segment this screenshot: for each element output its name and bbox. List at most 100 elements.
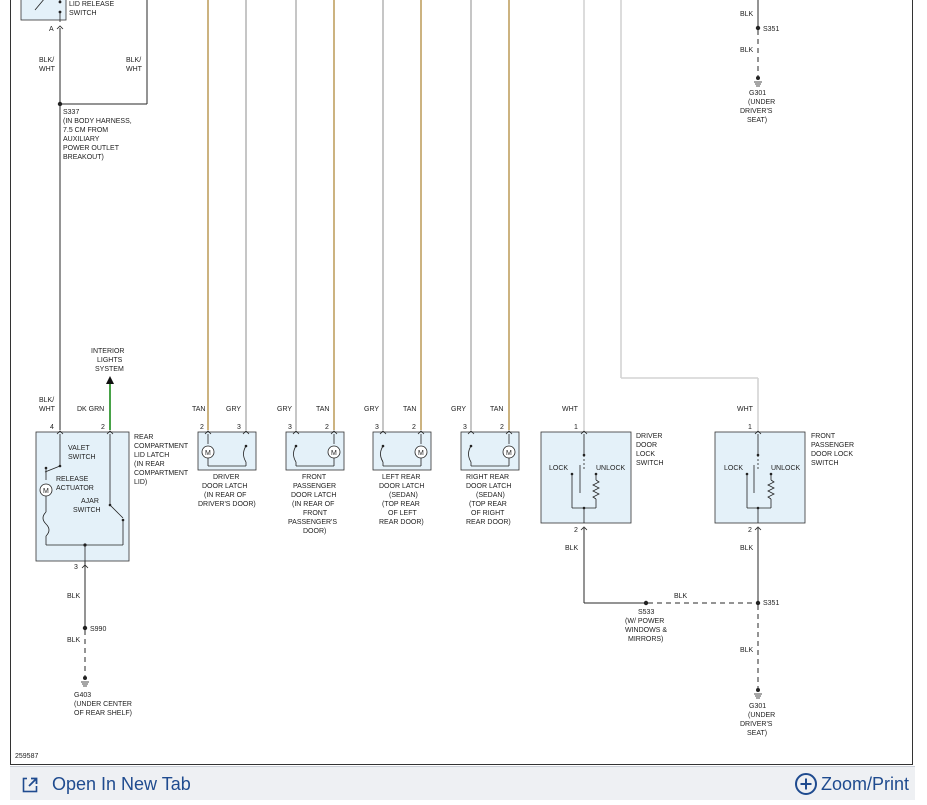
svg-text:LOCK: LOCK: [636, 451, 655, 458]
svg-text:BLK: BLK: [67, 637, 81, 644]
svg-text:SWITCH: SWITCH: [68, 454, 96, 461]
svg-text:(IN REAR OF: (IN REAR OF: [292, 501, 334, 508]
svg-text:OF LEFT: OF LEFT: [388, 510, 418, 517]
svg-text:2: 2: [101, 424, 105, 431]
g301-top-label: G301: [749, 90, 766, 97]
dk-grn-label: DK GRN: [77, 406, 104, 413]
lid-release-switch-label-1: LID RELEASE: [69, 1, 114, 8]
svg-text:(UNDER: (UNDER: [748, 99, 775, 106]
blk-wht-label-a2: WHT: [39, 66, 56, 73]
svg-text:M: M: [418, 450, 424, 457]
svg-text:BREAKOUT): BREAKOUT): [63, 154, 104, 161]
driver-door-latch: 2 3 M DRIVER DOOR LATCH (IN REAR OF DRIV…: [197, 424, 257, 508]
svg-text:AJAR: AJAR: [81, 498, 99, 505]
svg-text:(IN BODY HARNESS,: (IN BODY HARNESS,: [63, 118, 132, 125]
svg-text:AUXILIARY: AUXILIARY: [63, 136, 100, 143]
svg-text:COMPARTMENT: COMPARTMENT: [134, 443, 189, 450]
svg-text:BLK: BLK: [740, 647, 754, 654]
svg-text:FRONT: FRONT: [302, 474, 327, 481]
blk-wht-label-c1: BLK/: [39, 397, 54, 404]
svg-text:PASSENGER: PASSENGER: [811, 442, 854, 449]
s337-splice-label: S337 (IN BODY HARNESS, 7.5 CM FROM AUXIL…: [63, 109, 132, 161]
svg-text:3: 3: [288, 424, 292, 431]
open-in-new-tab-button[interactable]: Open In New Tab: [22, 771, 191, 797]
svg-text:S351: S351: [763, 600, 779, 607]
svg-text:3: 3: [74, 564, 78, 571]
svg-text:DOOR LOCK: DOOR LOCK: [811, 451, 853, 458]
svg-text:(UNDER CENTER: (UNDER CENTER: [74, 701, 132, 708]
svg-text:2: 2: [574, 527, 578, 534]
svg-text:LIGHTS: LIGHTS: [97, 357, 123, 364]
open-in-new-tab-icon: [22, 775, 40, 793]
svg-text:2: 2: [325, 424, 329, 431]
svg-text:SWITCH: SWITCH: [73, 507, 101, 514]
svg-text:SWITCH: SWITCH: [811, 460, 839, 467]
svg-text:UNLOCK: UNLOCK: [771, 465, 801, 472]
svg-text:DOOR): DOOR): [303, 528, 326, 535]
zoom-print-button[interactable]: Zoom/Print: [794, 771, 909, 797]
svg-text:(UNDER: (UNDER: [748, 712, 775, 719]
svg-text:UNLOCK: UNLOCK: [596, 465, 626, 472]
svg-text:BLK: BLK: [740, 11, 754, 18]
svg-text:DRIVER: DRIVER: [636, 433, 662, 440]
s351-top-splice: BLK S351 BLK G301 (UNDER DRIVER'S SEAT): [740, 0, 779, 124]
svg-text:REAR DOOR): REAR DOOR): [466, 519, 511, 526]
svg-text:DOOR LATCH: DOOR LATCH: [379, 483, 424, 490]
svg-text:GRY: GRY: [277, 406, 292, 413]
svg-text:LID): LID): [134, 479, 147, 486]
svg-text:TAN: TAN: [403, 406, 416, 413]
svg-text:FRONT: FRONT: [811, 433, 836, 440]
svg-text:2: 2: [200, 424, 204, 431]
svg-text:(TOP REAR: (TOP REAR: [382, 501, 420, 508]
svg-text:GRY: GRY: [226, 406, 241, 413]
svg-text:DOOR LATCH: DOOR LATCH: [291, 492, 336, 499]
g301-bottom-label: G301: [749, 703, 766, 710]
svg-text:COMPARTMENT: COMPARTMENT: [134, 470, 189, 477]
svg-text:DRIVER'S: DRIVER'S: [740, 108, 773, 115]
svg-text:(TOP REAR: (TOP REAR: [469, 501, 507, 508]
svg-text:3: 3: [375, 424, 379, 431]
blk-wht-label-c2: WHT: [39, 406, 56, 413]
interior-lights-system: INTERIOR LIGHTS SYSTEM DK GRN: [77, 348, 124, 430]
svg-text:SEAT): SEAT): [747, 730, 767, 737]
svg-text:REAR DOOR): REAR DOOR): [379, 519, 424, 526]
svg-text:2: 2: [748, 527, 752, 534]
svg-text:M: M: [506, 450, 512, 457]
pin-a-label: A: [49, 26, 54, 33]
svg-text:BLK: BLK: [67, 593, 81, 600]
svg-text:3: 3: [463, 424, 467, 431]
front-passenger-door-lock-switch: WHT 1 LOCK UNLOCK FRONT PASSENGER DOOR L…: [714, 406, 854, 603]
svg-text:(IN REAR: (IN REAR: [134, 461, 165, 468]
svg-text:DOOR LATCH: DOOR LATCH: [202, 483, 247, 490]
svg-text:BLK: BLK: [740, 545, 754, 552]
wiring-diagram: LID RELEASE SWITCH A BLK/ WHT BLK/ WHT S…: [15, 0, 854, 760]
svg-text:3: 3: [237, 424, 241, 431]
svg-text:DRIVER'S: DRIVER'S: [740, 721, 773, 728]
svg-text:LOCK: LOCK: [724, 465, 743, 472]
svg-text:1: 1: [574, 424, 578, 431]
lid-release-switch: LID RELEASE SWITCH A: [20, 0, 114, 33]
blk-wht-label-b2: WHT: [126, 66, 143, 73]
blk-wht-label-a1: BLK/: [39, 57, 54, 64]
svg-text:S533: S533: [638, 609, 654, 616]
svg-text:S351: S351: [763, 26, 779, 33]
lid-release-switch-label-2: SWITCH: [69, 10, 97, 17]
svg-text:SEAT): SEAT): [747, 117, 767, 124]
svg-text:PASSENGER: PASSENGER: [293, 483, 336, 490]
g403-label: G403: [74, 692, 91, 699]
svg-text:RELEASE: RELEASE: [56, 476, 89, 483]
svg-text:TAN: TAN: [490, 406, 503, 413]
rear-compartment-lid-latch: 4 2 M VALET SWITCH RELEASE: [35, 424, 189, 571]
svg-text:4: 4: [50, 424, 54, 431]
blk-wht-label-b1: BLK/: [126, 57, 141, 64]
svg-text:1: 1: [748, 424, 752, 431]
front-passenger-door-latch: 3 2 M FRONT PASSENGER DOOR LATCH (IN REA…: [285, 424, 345, 535]
door-latch-wires: TAN GRY GRY TAN GRY TAN GRY TAN: [192, 0, 510, 430]
s990-label: S990: [90, 626, 106, 633]
svg-text:RIGHT REAR: RIGHT REAR: [466, 474, 509, 481]
s533-splice: BLK S533 (W/ POWER WINDOWS & MIRRORS): [584, 593, 758, 643]
svg-text:(IN REAR OF: (IN REAR OF: [204, 492, 246, 499]
svg-text:TAN: TAN: [192, 406, 205, 413]
s351-bottom-splice: S351 BLK G301 (UNDER DRIVER'S SEAT): [740, 600, 779, 737]
wiring-diagram-frame: LID RELEASE SWITCH A BLK/ WHT BLK/ WHT S…: [10, 0, 913, 765]
